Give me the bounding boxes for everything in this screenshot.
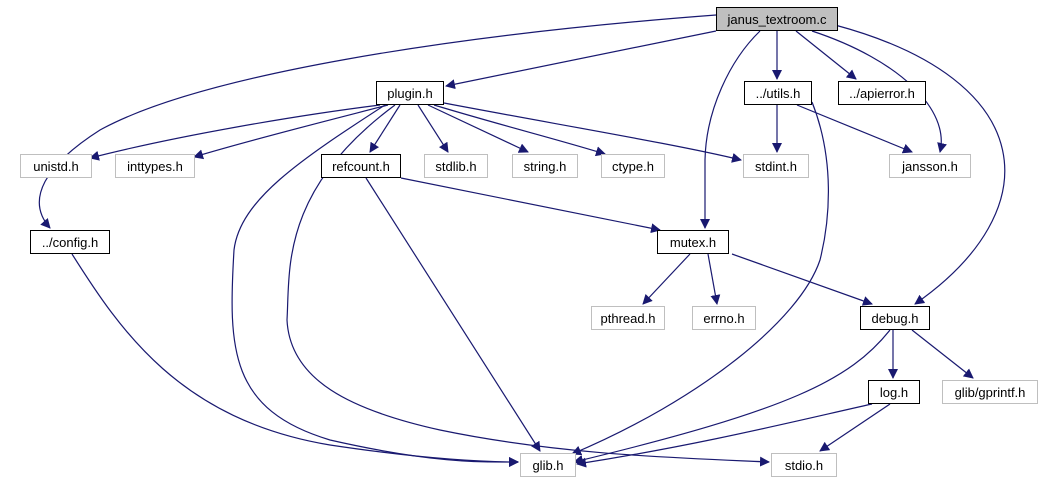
edge-mutex-to-debug <box>731 253 873 306</box>
edge-debug-to-glib <box>573 329 891 465</box>
node-inttypes-h: inttypes.h <box>115 154 195 178</box>
node-debug-h[interactable]: debug.h <box>860 306 930 330</box>
node-glib-gprintf-h: glib/gprintf.h <box>942 380 1038 404</box>
node-unistd-h: unistd.h <box>20 154 92 178</box>
edge-log-to-stdio <box>819 403 891 452</box>
edge-plugin-to-stdint <box>443 102 742 163</box>
edge-debug-to-gprintf <box>911 329 974 379</box>
node-utils-h[interactable]: ../utils.h <box>744 81 812 105</box>
node-refcount-h[interactable]: refcount.h <box>321 154 401 178</box>
edge-config-to-glib <box>71 253 519 467</box>
node-janus-textroom-c[interactable]: janus_textroom.c <box>716 7 838 31</box>
node-config-h[interactable]: ../config.h <box>30 230 110 254</box>
node-plugin-h[interactable]: plugin.h <box>376 81 444 105</box>
edge-plugin-to-unistd <box>89 104 381 161</box>
edges-layer <box>38 14 1006 468</box>
edge-janus_textroom-to-config <box>38 14 717 229</box>
edge-utils-to-jansson <box>796 104 913 154</box>
edge-janus_textroom-to-plugin <box>445 30 717 90</box>
edge-janus_textroom-to-mutex <box>700 30 761 229</box>
node-log-h[interactable]: log.h <box>868 380 920 404</box>
edge-plugin-to-string <box>427 104 529 153</box>
node-stdint-h: stdint.h <box>743 154 809 178</box>
node-glib-h: glib.h <box>520 453 576 477</box>
node-ctype-h: ctype.h <box>601 154 665 178</box>
node-apierror-h[interactable]: ../apierror.h <box>838 81 926 105</box>
edge-plugin-to-refcount <box>369 104 401 153</box>
edge-janus_textroom-to-apierror <box>795 30 857 80</box>
edge-plugin-to-stdlib <box>417 104 449 153</box>
node-errno-h: errno.h <box>692 306 756 330</box>
node-string-h: string.h <box>512 154 578 178</box>
edge-utils-to-glib <box>571 101 829 456</box>
edge-plugin-to-inttypes <box>193 104 389 160</box>
edge-plugin-to-glib <box>231 104 519 468</box>
node-stdio-h: stdio.h <box>771 453 837 477</box>
edge-mutex-to-pthread <box>642 253 691 305</box>
node-jansson-h: jansson.h <box>889 154 971 178</box>
node-stdlib-h: stdlib.h <box>424 154 488 178</box>
edge-mutex-to-errno <box>707 253 721 305</box>
node-pthread-h: pthread.h <box>591 306 665 330</box>
edge-log-to-glib <box>576 403 873 468</box>
node-mutex-h[interactable]: mutex.h <box>657 230 729 254</box>
edge-plugin-to-ctype <box>433 104 606 157</box>
edge-refcount-to-glib <box>365 177 541 452</box>
edge-refcount-to-mutex <box>400 177 661 234</box>
edge-janus_textroom-to-debug <box>834 24 1006 305</box>
